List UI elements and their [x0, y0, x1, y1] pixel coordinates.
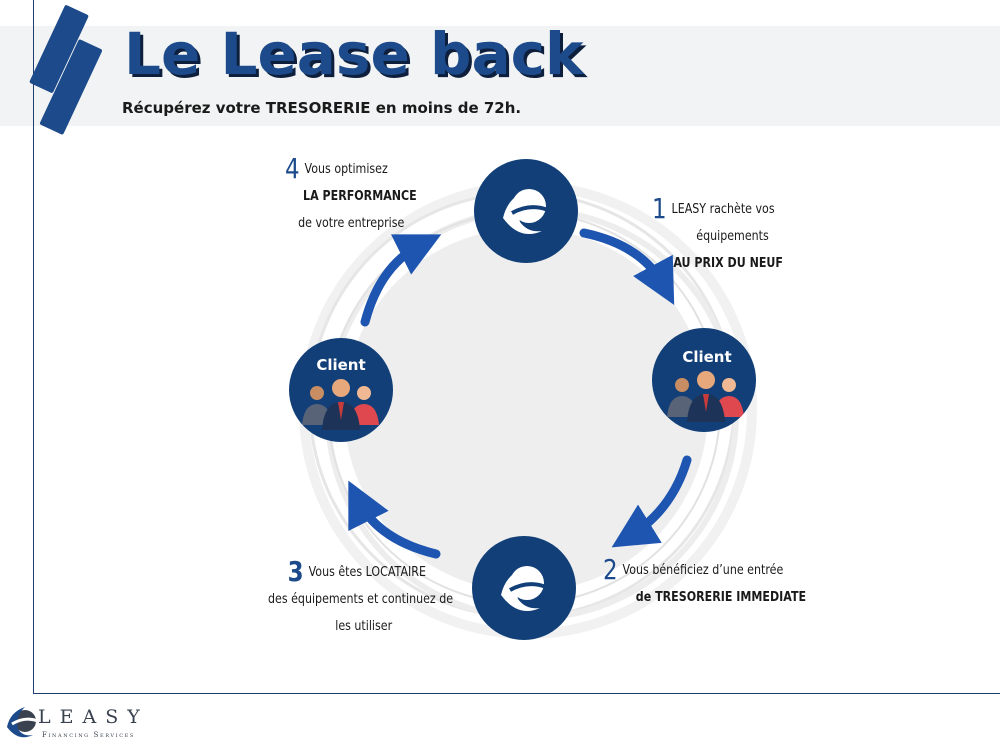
step-number: 4: [285, 152, 300, 185]
step-line: Vous êtes LOCATAIRE: [308, 564, 426, 580]
people-group-icon: [667, 371, 744, 422]
arrow-step-2: [611, 455, 692, 548]
frame-line-left: [33, 0, 34, 694]
page-subtitle: Récupérez votre TRESORERIE en moins de 7…: [122, 99, 522, 117]
step-line: Vous bénéficiez d’une entrée: [622, 562, 784, 578]
step-number: 3: [287, 555, 304, 588]
step-line: de votre entreprise: [298, 215, 405, 231]
step-line: AU PRIX DU NEUF: [673, 255, 783, 271]
page-title: Le Lease back: [124, 20, 584, 88]
brand-tagline: Financing Services: [42, 731, 135, 739]
step-line: de TRESORERIE IMMEDIATE: [635, 589, 807, 605]
step-line: Vous optimisez: [304, 161, 388, 177]
arrow-step-3: [348, 480, 441, 559]
header-band: [0, 26, 1000, 126]
leasy-logo-circle-top: [474, 159, 578, 263]
step-number: 2: [603, 553, 618, 586]
leasy-swirl-icon: [503, 189, 549, 235]
client-circle-right: Client: [652, 328, 756, 432]
arrow-step-4: [360, 234, 442, 327]
step-line: équipements: [696, 228, 769, 244]
step-line: LA PERFORMANCE: [303, 188, 417, 204]
frame-line-bottom: [33, 693, 1000, 694]
step-number: 1: [652, 192, 667, 225]
client-label: Client: [316, 356, 365, 374]
leasy-swirl-icon: [501, 566, 547, 612]
step-line: LEASY rachète vos: [671, 201, 775, 217]
client-label: Client: [682, 348, 731, 366]
leasy-footer-swirl-icon: [7, 707, 39, 738]
brand-name: LEASY: [38, 706, 149, 728]
step-line: des équipements et continuez de: [268, 591, 454, 607]
step-line: les utiliser: [335, 618, 393, 634]
leasy-logo-circle-bottom: [472, 536, 576, 640]
arrow-step-1: [579, 228, 675, 306]
client-circle-left: Client: [289, 338, 393, 442]
people-group-icon: [302, 379, 379, 430]
